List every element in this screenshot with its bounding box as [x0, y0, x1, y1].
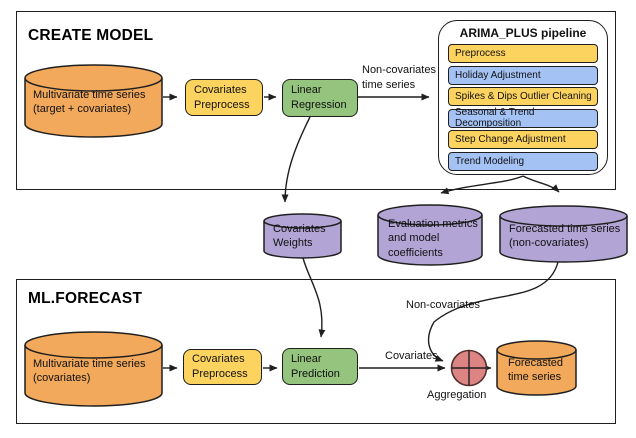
arrow-pipeline-to-forecast-noncov	[522, 175, 560, 193]
covariates-flow-label: Covariates	[385, 350, 438, 362]
forecast-noncovariates-cylinder	[499, 205, 628, 263]
aggregation-circle	[450, 349, 488, 387]
covariates-preprocess-box-top: Covariates Preprocess	[185, 79, 263, 116]
covariates-weights-label: Covariates Weights	[273, 223, 326, 250]
pipeline-steps: Preprocess Holiday Adjustment Spikes & D…	[448, 44, 598, 171]
forecast-output-cylinder	[496, 340, 577, 396]
forecast-noncovariates-label: Forecasted time series (non-covariates)	[509, 223, 621, 250]
arima-plus-pipeline-title: ARIMA_PLUS pipeline	[459, 26, 587, 40]
pipeline-step-preprocess: Preprocess	[448, 44, 598, 63]
source-target-cylinder-label: Multivariate time series (target + covar…	[33, 89, 146, 116]
covariates-weights-cylinder	[263, 213, 342, 259]
ml-forecast-title: ML.FORECAST	[28, 290, 143, 307]
pipeline-step-trend-modeling: Trend Modeling	[448, 151, 598, 171]
pipeline-step-seasonal-trend: Seasonal & Trend Decomposition	[448, 107, 598, 129]
pipeline-step-holiday-adjustment: Holiday Adjustment	[448, 65, 598, 85]
noncovariates-time-series-label: Non-covariates time series	[362, 64, 436, 91]
ml-forecast-section	[16, 279, 616, 424]
evaluation-metrics-cylinder	[377, 204, 483, 266]
arrow-noncov-to-aggregation	[427, 261, 559, 362]
pipeline-step-spikes-dips: Spikes & Dips Outlier Cleaning	[448, 87, 598, 107]
source-target-cylinder	[24, 64, 163, 138]
source-covariates-cylinder-label: Multivariate time series (covariates)	[33, 358, 146, 385]
arrow-regression-to-weights	[281, 116, 311, 203]
linear-prediction-box: Linear Prediction	[282, 348, 358, 385]
pipeline-step-step-change: Step Change Adjustment	[448, 130, 598, 150]
evaluation-metrics-label: Evaluation metrics and model coefficient…	[388, 218, 478, 259]
forecast-output-label: Forecasted time series	[508, 357, 564, 384]
linear-regression-box: Linear Regression	[282, 79, 358, 117]
noncovariates-flow-label: Non-covariates	[406, 299, 480, 311]
aggregation-label: Aggregation	[427, 389, 487, 401]
arima-plus-pipeline-panel: ARIMA_PLUS pipeline Preprocess Holiday A…	[438, 20, 608, 175]
source-covariates-cylinder	[24, 331, 163, 407]
create-model-section	[16, 11, 616, 190]
arrow-weights-to-prediction	[302, 257, 326, 338]
arrow-pipeline-to-evaluation	[440, 175, 524, 195]
create-model-title: CREATE MODEL	[28, 27, 154, 44]
covariates-preprocess-box-bottom: Covariates Preprocess	[183, 349, 262, 385]
